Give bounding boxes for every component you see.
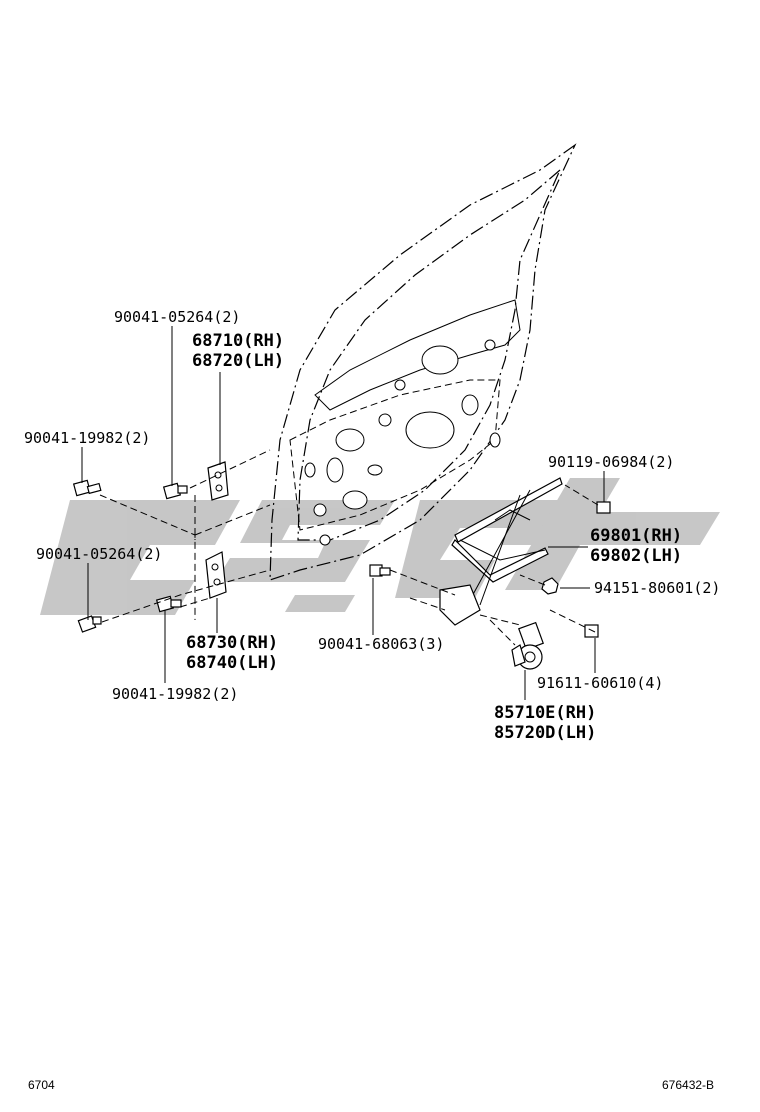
label-91611-60610: 91611-60610(4) bbox=[537, 674, 664, 692]
watermark-logo bbox=[40, 478, 720, 615]
figure-code: 676432-B bbox=[662, 1078, 715, 1092]
lower-hinge bbox=[205, 551, 227, 599]
window-regulator bbox=[439, 477, 563, 626]
label-90041-68063: 90041-68063(3) bbox=[318, 635, 445, 653]
label-68740-lh: 68740(LH) bbox=[186, 653, 279, 673]
bolt-icon bbox=[584, 624, 599, 638]
panel-holes bbox=[304, 339, 501, 546]
door-outer-outline bbox=[269, 143, 577, 581]
bolt-icon bbox=[369, 564, 391, 577]
page-code: 6704 bbox=[28, 1078, 55, 1092]
label-69802-lh: 69802(LH) bbox=[590, 546, 683, 566]
label-85710e-rh: 85710E(RH) bbox=[494, 703, 597, 723]
label-90119-06984: 90119-06984(2) bbox=[548, 453, 675, 471]
bolt-icon bbox=[596, 501, 611, 514]
bolt-icon bbox=[72, 479, 102, 497]
leader-lines bbox=[81, 326, 605, 700]
bolt-icon bbox=[162, 482, 188, 500]
label-90041-05264-top: 90041-05264(2) bbox=[114, 308, 241, 326]
label-90041-19982-top: 90041-19982(2) bbox=[24, 429, 151, 447]
window-frame bbox=[314, 299, 521, 411]
label-94151-80601: 94151-80601(2) bbox=[594, 579, 721, 597]
bolt-icon bbox=[155, 595, 182, 613]
label-68730-rh: 68730(RH) bbox=[186, 633, 279, 653]
label-68720-lh: 68720(LH) bbox=[192, 351, 285, 371]
relation-lines bbox=[99, 449, 599, 646]
label-68710-rh: 68710(RH) bbox=[192, 331, 285, 351]
label-90041-19982-bottom: 90041-19982(2) bbox=[112, 685, 239, 703]
label-90041-05264-left: 90041-05264(2) bbox=[36, 545, 163, 563]
bolt-icon bbox=[77, 615, 102, 633]
label-69801-rh: 69801(RH) bbox=[590, 526, 683, 546]
upper-hinge bbox=[207, 461, 229, 501]
door-panel bbox=[269, 143, 577, 581]
nut-icon bbox=[541, 577, 559, 595]
door-inner-outline bbox=[297, 169, 561, 541]
regulator-motor bbox=[511, 621, 544, 670]
label-85720d-lh: 85720D(LH) bbox=[494, 723, 597, 743]
